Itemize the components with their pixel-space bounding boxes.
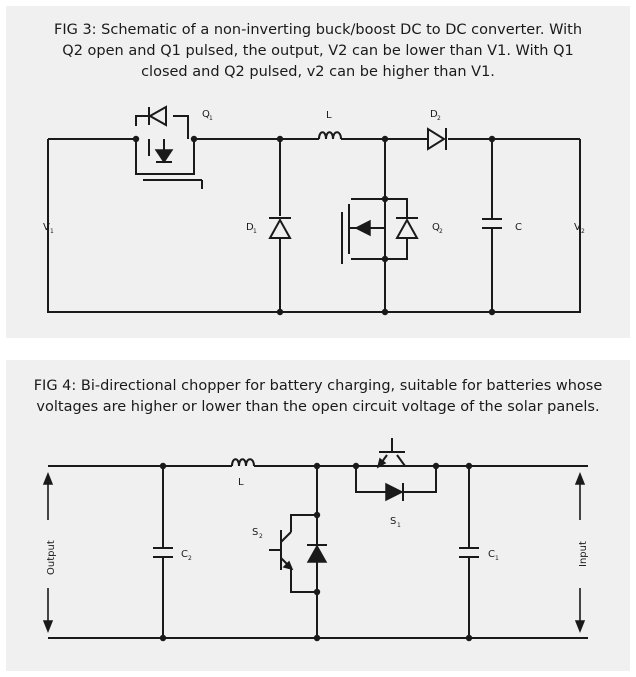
fig3-q1-switch [135, 105, 203, 189]
fig3-caption-line-3: closed and Q2 pulsed, v2 can be higher t… [141, 64, 495, 80]
fig4-input-arrows [574, 471, 586, 634]
fig4-panel: FIG 4: Bi-directional chopper for batter… [6, 360, 630, 671]
fig4-caption-line-1: FIG 4: Bi-directional chopper for batter… [33, 378, 603, 394]
fig3-label-v1: V [43, 222, 50, 233]
fig3-label-v2-sub: 2 [581, 228, 585, 235]
fig3-label-d2: D [430, 109, 438, 120]
fig4-label-c1: C [488, 549, 495, 560]
fig3-label-q1: Q [202, 109, 210, 120]
fig3-label-q2: Q [432, 222, 440, 233]
fig3-label-c: C [515, 222, 522, 233]
fig4-capacitor-c1 [459, 466, 479, 638]
fig3-caption-line-1: FIG 3: Schematic of a non-inverting buck… [53, 22, 583, 38]
fig3-junctions [132, 135, 496, 316]
fig3-label-d1-sub: 1 [253, 228, 257, 235]
fig4-label-s1: S [390, 516, 396, 527]
fig3-diode-d1 [268, 139, 292, 312]
fig4-schematic: Output Input C 2 L S 2 [42, 438, 589, 642]
fig4-junctions [159, 462, 473, 642]
fig4-label-output: Output [46, 540, 57, 575]
fig3-label-l: L [326, 110, 332, 121]
fig3-label-v1-sub: 1 [50, 228, 54, 235]
fig4-label-c2: C [181, 549, 188, 560]
fig3-wires [47, 138, 581, 313]
fig4-label-s1-sub: 1 [397, 522, 401, 529]
fig3-caption-line-2: Q2 open and Q1 pulsed, the output, V2 ca… [62, 43, 574, 59]
fig4-label-s2: S [252, 527, 258, 538]
fig3-inductor-l [318, 131, 342, 140]
fig3-label-d1: D [246, 222, 254, 233]
fig4-inductor-l [231, 458, 255, 467]
fig3-label-q2-sub: 2 [439, 228, 443, 235]
fig3-panel: FIG 3: Schematic of a non-inverting buck… [6, 6, 630, 338]
fig3-capacitor-c [482, 139, 502, 312]
fig3-q2-switch [341, 139, 419, 312]
fig3-caption: FIG 3: Schematic of a non-inverting buck… [6, 20, 630, 83]
fig4-switch-s2 [269, 466, 328, 638]
fig4-caption-line-2: voltages are higher or lower than the op… [36, 399, 600, 415]
fig4-label-c2-sub: 2 [188, 555, 192, 562]
fig4-output-arrows [42, 471, 54, 634]
fig4-label-s2-sub: 2 [259, 533, 263, 540]
fig4-caption: FIG 4: Bi-directional chopper for batter… [6, 376, 630, 418]
fig3-label-v2: V [574, 222, 581, 233]
fig3-label-d2-sub: 2 [437, 115, 441, 122]
fig3-label-q1-sub: 1 [209, 115, 213, 122]
fig3-diode-d2 [427, 127, 447, 151]
fig4-capacitor-c2 [153, 466, 173, 638]
fig4-label-c1-sub: 1 [495, 555, 499, 562]
fig4-switch-s1 [355, 438, 437, 502]
fig4-label-input: Input [578, 541, 589, 567]
fig3-schematic: Q 1 L D 2 D 1 [43, 105, 585, 316]
fig4-label-l: L [238, 477, 244, 488]
